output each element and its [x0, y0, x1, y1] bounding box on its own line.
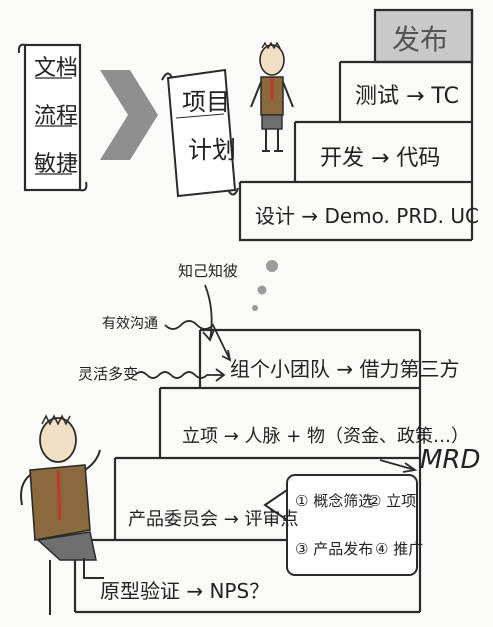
project-scroll — [161, 68, 239, 198]
review-point-4: ④ 推广 — [375, 540, 424, 558]
doc-scroll-line-2: 流程 — [34, 104, 79, 129]
review-point-3: ③ 产品发布 — [295, 540, 374, 558]
doc-scroll-line-3: 敏捷 — [34, 152, 79, 177]
step-initiate-label: 立项 → 人脉 + 物（资金、政策…） — [182, 426, 470, 447]
review-point-1: ① 概念筛选 — [295, 492, 374, 510]
bottom-staircase — [73, 328, 422, 614]
thought-dots — [252, 260, 278, 311]
annotation-mrd: MRD — [420, 445, 481, 475]
annotation-know-how: 知己知彼 — [178, 262, 239, 280]
doc-scroll-line-1: 文档 — [34, 56, 79, 81]
step-committee-label: 产品委员会 → 评审点 — [128, 509, 299, 530]
step-team-label: 组个小团队 → 借力第三方 — [230, 357, 460, 381]
standing-person-figure — [250, 41, 294, 152]
step-release-label: 发布 — [392, 23, 449, 56]
step-test-label: 测试 → TC — [355, 84, 459, 109]
top-staircase — [238, 8, 474, 242]
step-prototype-label: 原型验证 → NPS？ — [100, 579, 270, 603]
annotation-flexible: 灵活多变 — [78, 365, 139, 383]
project-scroll-line-1: 项目 — [182, 88, 230, 116]
climbing-person-figure — [20, 414, 104, 615]
review-points-box — [263, 474, 418, 576]
step-design-label: 设计 → Demo. PRD. UC — [255, 204, 479, 228]
review-point-2: ② 立项 — [368, 492, 417, 510]
project-scroll-line-2: 计划 — [188, 136, 236, 164]
doc-scroll — [17, 43, 88, 192]
annotation-effective-comm: 有效沟通 — [102, 316, 158, 332]
chevron-arrow-icon — [100, 70, 158, 160]
step-dev-label: 开发 → 代码 — [320, 146, 441, 171]
annotation-arrows — [134, 284, 232, 382]
